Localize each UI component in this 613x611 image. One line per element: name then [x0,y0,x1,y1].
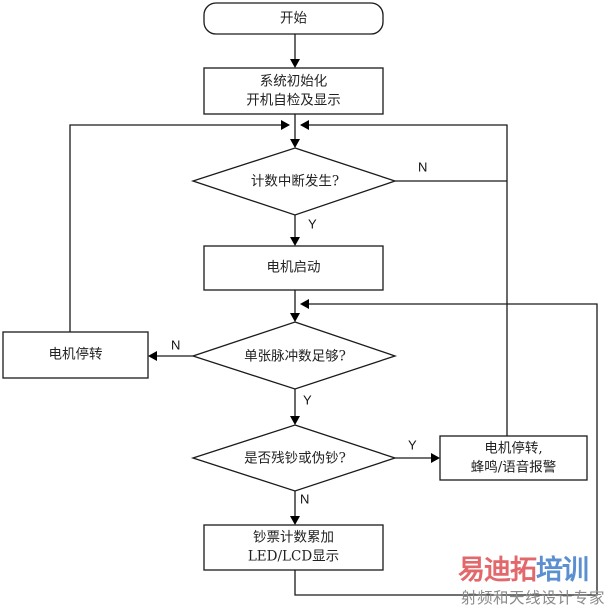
process-shape [203,524,384,571]
label-pulse-no: N [171,337,180,352]
motor-stop-label: 电机停转 [49,346,103,363]
edge-motor-stop-loop [69,124,289,332]
arrow-into-accumulate [290,516,300,525]
alarm-label-line2: 蜂鸣/语音报警 [471,459,557,476]
decision-shape [190,424,398,492]
arrow-into-motor-stop [148,351,157,361]
init-label-line2: 开机自检及显示 [246,93,341,109]
label-fake-no: N [300,491,309,506]
process-shape [203,67,384,115]
node-start: 开始 [203,2,384,35]
arrow-into-count-decision [290,139,300,148]
node-count-interrupt-decision: 计数中断发生? [190,147,398,216]
connectors [69,34,598,596]
start-label: 开始 [280,11,307,27]
watermark-tagline: 射频和天线设计专家 [461,589,606,607]
init-label-line1: 系统初始化 [260,73,328,90]
label-count-yes: Y [308,216,317,231]
watermark-brand: 易迪拓培训 [458,555,589,586]
arrow-left-loop-in [281,120,290,130]
node-motor-start: 电机启动 [203,245,384,291]
node-alarm: 电机停转, 蜂鸣/语音报警 [439,435,588,481]
arrow-start-to-init [290,59,300,68]
watermark-brand-part1: 易迪拓 [458,555,537,586]
node-init: 系统初始化 开机自检及显示 [203,67,384,115]
arrow-right-loop-in [300,120,309,130]
pulse-enough-label: 单张脉冲数足够? [244,349,346,365]
process-shape [439,435,588,481]
decision-shape [190,147,398,216]
node-pulse-enough-decision: 单张脉冲数足够? [190,321,398,390]
edge-right-loop-top [301,124,508,436]
count-interrupt-label: 计数中断发生? [251,174,339,190]
label-pulse-yes: Y [303,392,312,407]
node-fake-note-decision: 是否残钞或伪钞? [190,424,398,492]
alarm-label-line1: 电机停转, [484,440,542,457]
node-motor-stop: 电机停转 [2,331,149,379]
fake-note-label: 是否残钞或伪钞? [244,451,346,467]
accumulate-label-line2: LED/LCD显示 [248,549,339,565]
arrow-into-alarm [431,453,440,463]
arrow-into-fake-decision [290,416,300,425]
process-shape [2,331,149,379]
watermark-brand-part2: 培训 [536,555,589,586]
terminal-shape [203,2,384,35]
arrow-into-motor-start [290,237,300,246]
edge-labels: N Y N Y Y N [171,159,427,506]
label-count-no: N [418,159,427,174]
arrow-into-pulse-decision [290,313,300,322]
motor-start-label: 电机启动 [267,260,321,276]
label-fake-yes: Y [408,437,417,452]
process-shape [203,245,384,291]
decision-shape [190,321,398,390]
node-accumulate: 钞票计数累加 LED/LCD显示 [203,524,384,571]
arrow-accumulate-loop-in [300,299,309,309]
accumulate-label-line1: 钞票计数累加 [253,530,334,546]
edge-accumulate-loop [294,303,598,596]
